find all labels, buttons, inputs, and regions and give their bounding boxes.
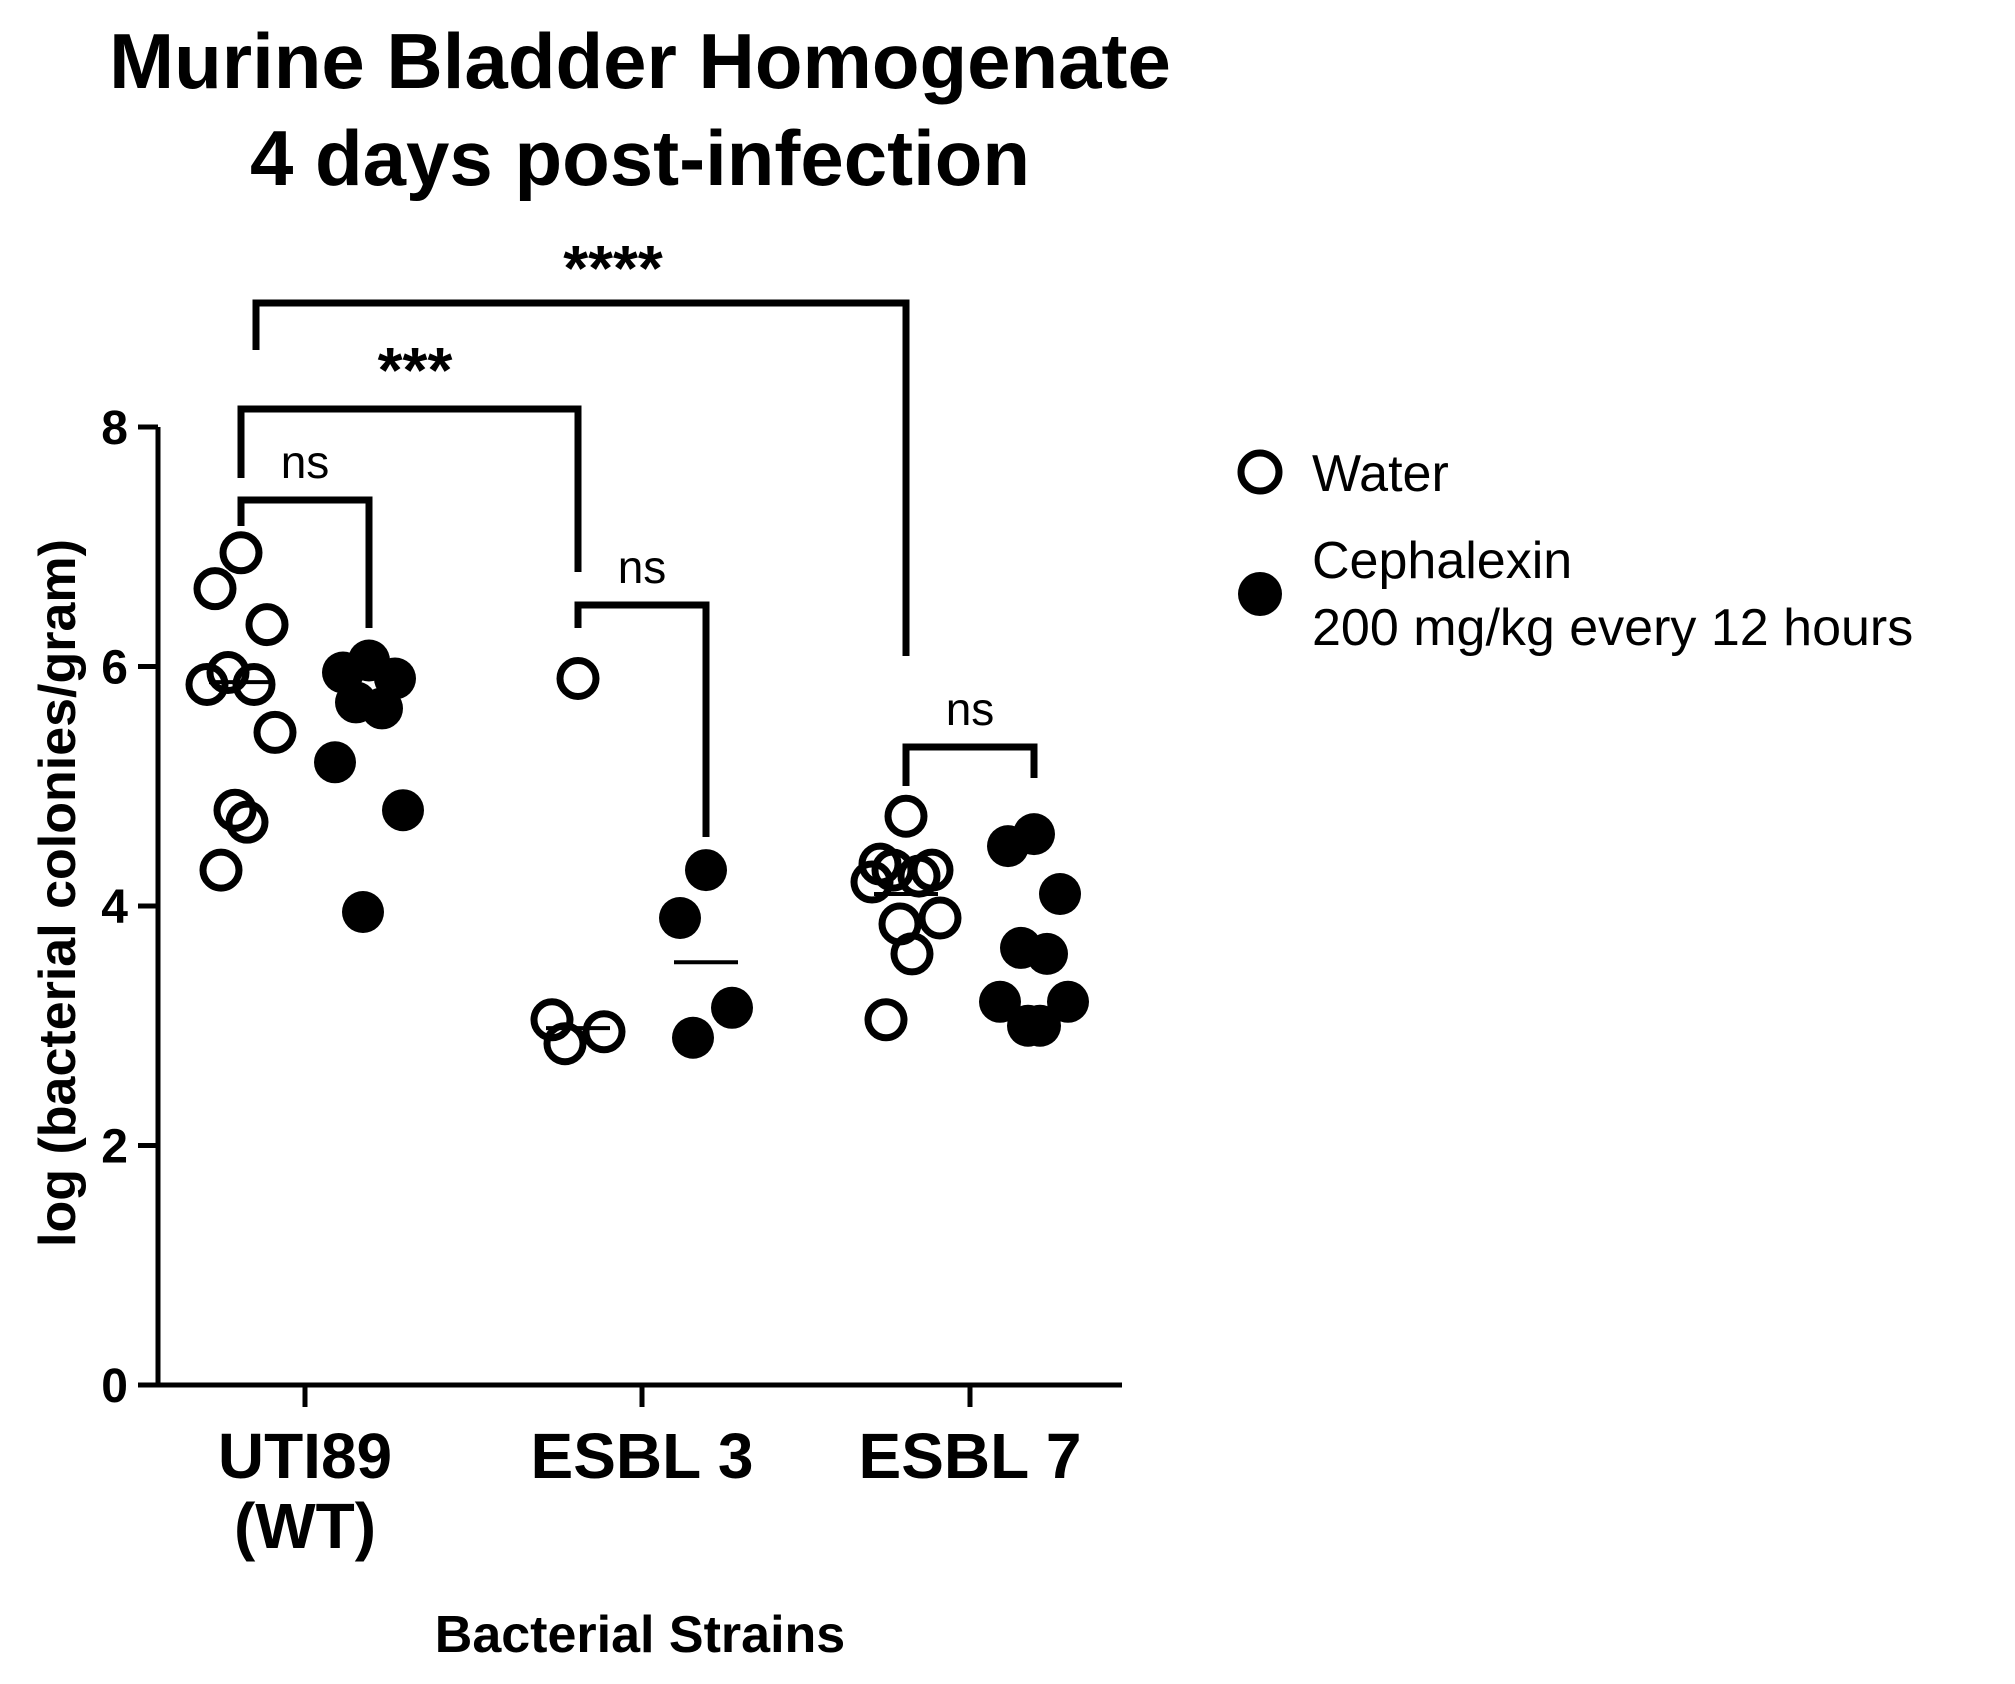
ns-bracket-esbl3 (574, 601, 710, 837)
data-point-water (864, 998, 908, 1042)
data-point-cephalexin (361, 687, 403, 730)
data-point-cephalexin (1026, 932, 1068, 975)
ns-bracket-esbl7 (902, 743, 1038, 786)
data-point-cephalexin (672, 1016, 714, 1059)
data-point-water (582, 1010, 626, 1054)
data-points (185, 531, 1089, 1066)
legend-water-marker (1237, 449, 1283, 495)
legend-cephalexin-marker (1238, 572, 1282, 616)
data-point-water (871, 848, 915, 892)
y-tick-label: 2 (101, 1121, 128, 1174)
sig-label-uti89-esbl7: **** (563, 232, 663, 304)
data-point-water (219, 531, 263, 575)
data-point-water (530, 998, 574, 1042)
legend-cephalexin-dose: 200 mg/kg every 12 hours (1312, 599, 1913, 657)
ns-label-esbl3: ns (618, 541, 667, 593)
data-point-water (193, 567, 237, 611)
ns-bracket-uti89 (237, 496, 373, 628)
data-point-cephalexin (1047, 980, 1089, 1023)
data-point-cephalexin (1039, 873, 1081, 916)
data-point-cephalexin (659, 896, 701, 939)
ns-label-uti89: ns (281, 436, 330, 488)
data-point-water (884, 794, 928, 838)
data-point-water (850, 860, 894, 904)
data-point-cephalexin (711, 986, 753, 1029)
data-point-water (897, 854, 941, 898)
y-tick-label: 4 (101, 881, 128, 934)
legend: Water Cephalexin 200 mg/kg every 12 hour… (1237, 445, 1913, 657)
data-point-water (199, 848, 243, 892)
x-tick-label: ESBL 7 (859, 1420, 1082, 1492)
x-tick-label: (WT) (234, 1490, 376, 1562)
data-point-water (245, 603, 289, 647)
data-point-water (253, 710, 297, 754)
x-tick-label: UTI89 (218, 1420, 392, 1492)
y-axis-title: log (bacterial colonies/gram) (29, 539, 87, 1247)
chart-title-line2: 4 days post-infection (250, 114, 1030, 202)
data-point-cephalexin (342, 890, 384, 933)
y-ticks: 0 2 4 6 8 (101, 402, 158, 1413)
y-tick-label: 8 (101, 402, 128, 455)
data-point-cephalexin (314, 741, 356, 784)
sig-bracket-uti89-esbl7 (252, 299, 910, 656)
x-axis-title: Bacterial Strains (435, 1606, 845, 1664)
data-point-water (213, 788, 257, 832)
data-point-cephalexin (685, 849, 727, 892)
legend-cephalexin-label: Cephalexin (1312, 532, 1572, 590)
data-point-cephalexin (987, 825, 1029, 868)
data-point-water (918, 896, 962, 940)
x-tick-label: ESBL 3 (531, 1420, 754, 1492)
data-point-water (206, 650, 250, 694)
data-point-cephalexin (382, 789, 424, 832)
y-tick-label: 6 (101, 642, 128, 695)
data-point-water (185, 662, 229, 706)
x-ticks: UTI89(WT) ESBL 3 ESBL 7 (218, 1385, 1082, 1562)
data-point-cephalexin (1019, 1004, 1061, 1047)
data-point-water (232, 662, 276, 706)
chart-title-line1: Murine Bladder Homogenate (109, 17, 1171, 105)
data-point-cephalexin (979, 980, 1021, 1023)
data-point-water (556, 656, 600, 700)
data-point-water (890, 932, 934, 976)
data-point-water (225, 800, 269, 844)
sig-label-uti89-esbl3: *** (378, 334, 453, 406)
legend-water-label: Water (1312, 445, 1449, 503)
ns-label-esbl7: ns (946, 683, 995, 735)
y-tick-label: 0 (101, 1360, 128, 1413)
data-point-water (543, 1022, 587, 1066)
sig-bracket-uti89-esbl3 (237, 405, 582, 572)
